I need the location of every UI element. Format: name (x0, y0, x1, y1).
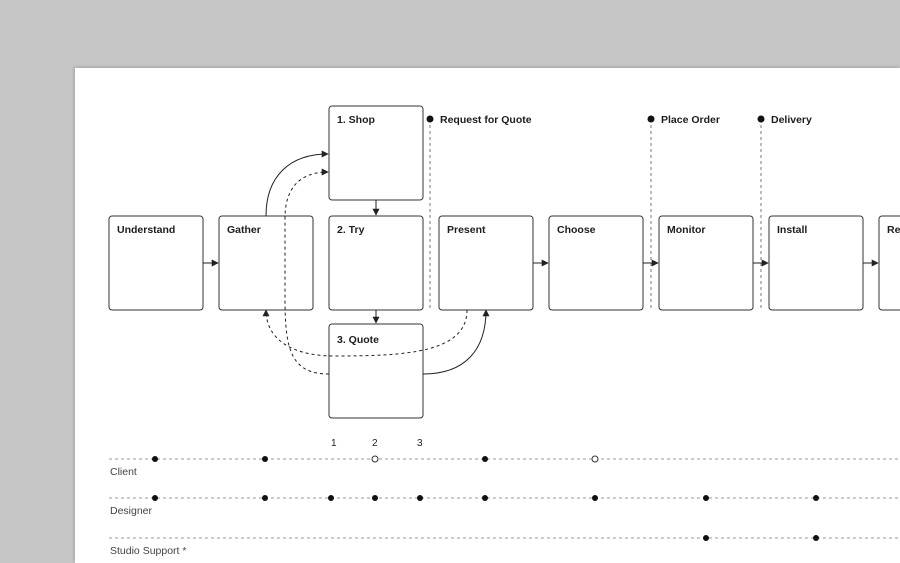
client-dot-present (482, 456, 488, 462)
box-label-present: Present (447, 224, 486, 236)
box-label-monitor: Monitor (667, 224, 706, 236)
lane-label-studio-support: Studio Support * (110, 545, 186, 557)
designer-dot-gather (262, 495, 268, 501)
milestone-dot-request-for-quote (426, 115, 434, 123)
studio-support-dot-monitor (703, 535, 709, 541)
step-number-1: 1 (331, 438, 337, 449)
diagram-canvas: Request for Quote Place Order Delivery U… (75, 68, 900, 563)
designer-dot-present (482, 495, 488, 501)
client-dot-understand (152, 456, 158, 462)
milestone-label-request-for-quote: Request for Quote (440, 114, 532, 126)
client-dot-gather (262, 456, 268, 462)
milestone-lines (429, 119, 762, 310)
lane-label-designer: Designer (110, 505, 153, 517)
designer-dots (152, 495, 819, 501)
designer-dot-try (372, 495, 378, 501)
studio-support-dot-install (813, 535, 819, 541)
lane-label-client: Client (110, 466, 137, 478)
client-dots (152, 455, 599, 463)
studio-support-dots (703, 535, 819, 541)
box-label-gather: Gather (227, 224, 261, 236)
box-label-understand: Understand (117, 224, 175, 236)
box-label-quote: 3. Quote (337, 334, 379, 346)
box-quote[interactable] (328, 323, 424, 419)
box-review[interactable] (878, 215, 900, 311)
box-label-try: 2. Try (337, 224, 365, 236)
milestone-dot-delivery (757, 115, 765, 123)
process-diagram: Request for Quote Place Order Delivery U… (108, 105, 900, 557)
box-label-shop: 1. Shop (337, 114, 375, 126)
arrow-quote-present (422, 309, 490, 375)
box-label-review: Re (887, 224, 900, 236)
arrow-present-back-to-gather (262, 309, 468, 357)
arrow-gather-shop (265, 150, 329, 217)
milestone-label-delivery: Delivery (771, 114, 812, 126)
milestone-dot-place-order (647, 115, 655, 123)
milestone-label-place-order: Place Order (661, 114, 720, 126)
box-label-install: Install (777, 224, 807, 236)
client-dot-choose (591, 455, 599, 463)
client-dot-try (371, 455, 379, 463)
step-number-2: 2 (372, 438, 378, 449)
arrow-quote-back-to-shop (284, 168, 330, 375)
designer-dot-choose (592, 495, 598, 501)
designer-dot-shop (328, 495, 334, 501)
designer-dot-quote (417, 495, 423, 501)
step-number-3: 3 (417, 438, 423, 449)
designer-dot-monitor (703, 495, 709, 501)
designer-dot-install (813, 495, 819, 501)
designer-dot-understand (152, 495, 158, 501)
box-label-choose: Choose (557, 224, 596, 236)
